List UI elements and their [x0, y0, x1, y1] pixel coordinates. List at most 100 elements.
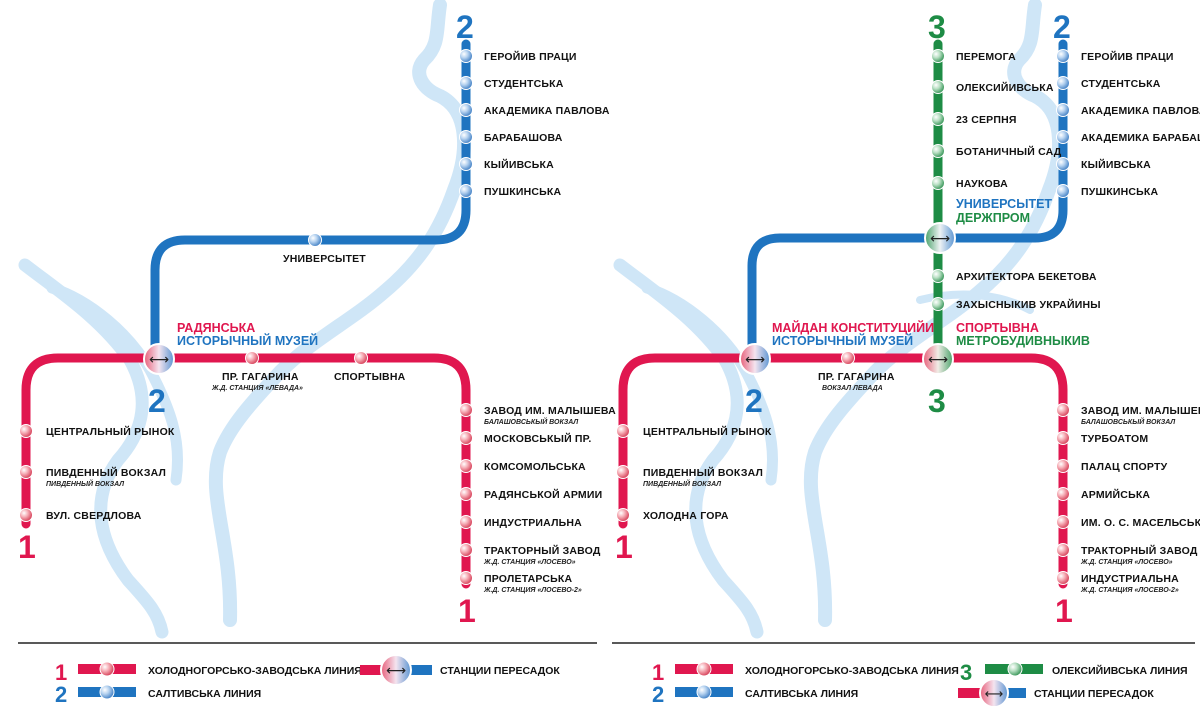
- station-label[interactable]: БОТАНИЧНЫЙ САД: [956, 145, 1062, 158]
- station-dot[interactable]: [1056, 76, 1070, 90]
- station-dot[interactable]: [1056, 431, 1070, 445]
- station-dot[interactable]: [931, 49, 945, 63]
- station-label[interactable]: АРМИЙСЬКА: [1081, 488, 1150, 501]
- station-label[interactable]: УНИВЕРСЫТЕТ: [283, 253, 366, 265]
- station-dot[interactable]: [308, 233, 322, 247]
- station-label[interactable]: ПР. ГАГАРИНА: [818, 371, 895, 383]
- station-label[interactable]: КОМСОМОЛЬСЬКА: [484, 461, 586, 473]
- legend-line3-station-icon: [1007, 661, 1023, 677]
- station-dot[interactable]: [1056, 571, 1070, 585]
- station-dot[interactable]: [931, 269, 945, 283]
- station-dot[interactable]: [459, 184, 473, 198]
- station-label[interactable]: ИНДУСТРИАЛЬНА: [1081, 573, 1179, 585]
- transfer-name-line2[interactable]: ИСТОРЫЧНЫЙ МУЗЕЙ: [177, 333, 318, 348]
- station-label[interactable]: ПРОЛЕТАРСЬКА: [484, 573, 573, 585]
- station-dot[interactable]: [459, 103, 473, 117]
- station-label[interactable]: ГЕРОЙИВ ПРАЦИ: [1081, 50, 1174, 63]
- station-dot[interactable]: [459, 459, 473, 473]
- station-label[interactable]: ЦЕНТРАЛЬНЫЙ РЫНОК: [46, 425, 175, 438]
- station-dot[interactable]: [931, 112, 945, 126]
- transfer-name-line3[interactable]: МЕТРОБУДИВНЫКИВ: [956, 334, 1090, 348]
- station-dot[interactable]: [931, 176, 945, 190]
- station-label[interactable]: ТРАКТОРНЫЙ ЗАВОД: [1081, 544, 1198, 557]
- station-label[interactable]: КЫЙИВСЬКА: [1081, 158, 1151, 171]
- station-dot[interactable]: [245, 351, 259, 365]
- station-dot[interactable]: [459, 403, 473, 417]
- station-label[interactable]: ПР. ГАГАРИНА: [222, 371, 299, 383]
- transfer-station[interactable]: ⟷: [143, 343, 175, 375]
- station-label[interactable]: ИМ. О. С. МАСЕЛЬСЬКОГО: [1081, 517, 1200, 529]
- station-label[interactable]: СТУДЕНТСЬКА: [484, 78, 564, 90]
- station-label[interactable]: ЗАВОД ИМ. МАЛЫШЕВА: [484, 405, 616, 417]
- station-label[interactable]: АРХИТЕКТОРА БЕКЕТОВА: [956, 271, 1097, 283]
- station-label[interactable]: 23 СЕРПНЯ: [956, 114, 1017, 126]
- station-label[interactable]: АКАДЕМИКА БАРАБАШОВА: [1081, 132, 1200, 144]
- station-dot[interactable]: [1056, 49, 1070, 63]
- transfer-name-line1[interactable]: СПОРТЫВНА: [956, 321, 1039, 335]
- station-label[interactable]: ИНДУСТРИАЛЬНА: [484, 517, 582, 529]
- transfer-station-east[interactable]: ⟷: [922, 343, 954, 375]
- station-dot[interactable]: [459, 571, 473, 585]
- station-dot[interactable]: [1056, 103, 1070, 117]
- transfer-name-line1[interactable]: РАДЯНСЬКА: [177, 321, 255, 335]
- station-dot[interactable]: [841, 351, 855, 365]
- station-dot[interactable]: [459, 431, 473, 445]
- station-dot[interactable]: [1056, 403, 1070, 417]
- station-label[interactable]: АКАДЕМИКА ПАВЛОВА: [1081, 105, 1200, 117]
- station-dot[interactable]: [459, 515, 473, 529]
- station-dot[interactable]: [1056, 543, 1070, 557]
- station-label[interactable]: ЗАХЫСНЫКИВ УКРАЙИНЫ: [956, 298, 1101, 311]
- station-dot[interactable]: [616, 424, 630, 438]
- station-dot[interactable]: [19, 424, 33, 438]
- station-dot[interactable]: [1056, 459, 1070, 473]
- station-dot[interactable]: [1056, 487, 1070, 501]
- station-dot[interactable]: [19, 508, 33, 522]
- station-label[interactable]: ТРАКТОРНЫЙ ЗАВОД: [484, 544, 601, 557]
- station-label[interactable]: ПЕРЕМОГА: [956, 51, 1016, 63]
- station-dot[interactable]: [1056, 157, 1070, 171]
- station-dot[interactable]: [459, 543, 473, 557]
- station-label[interactable]: СПОРТЫВНА: [334, 371, 406, 383]
- station-label[interactable]: НАУКОВА: [956, 178, 1008, 190]
- station-dot[interactable]: [459, 76, 473, 90]
- station-label[interactable]: ХОЛОДНА ГОРА: [643, 510, 729, 522]
- station-dot[interactable]: [354, 351, 368, 365]
- station-label[interactable]: ПИВДЕННЫЙ ВОКЗАЛ: [643, 466, 763, 479]
- station-dot[interactable]: [459, 487, 473, 501]
- station-label[interactable]: ТУРБОАТОМ: [1081, 433, 1148, 445]
- station-dot[interactable]: [1056, 184, 1070, 198]
- station-label[interactable]: ПИВДЕННЫЙ ВОКЗАЛ: [46, 466, 166, 479]
- station-label[interactable]: ЦЕНТРАЛЬНЫЙ РЫНОК: [643, 425, 772, 438]
- station-label[interactable]: ГЕРОЙИВ ПРАЦИ: [484, 50, 577, 63]
- station-dot[interactable]: [931, 144, 945, 158]
- station-label[interactable]: ПУШКИНСЬКА: [1081, 186, 1159, 198]
- station-label[interactable]: СТУДЕНТСЬКА: [1081, 78, 1161, 90]
- station-dot[interactable]: [616, 465, 630, 479]
- station-dot[interactable]: [616, 508, 630, 522]
- station-label[interactable]: ПУШКИНСЬКА: [484, 186, 562, 198]
- station-sublabel: БАЛАШОВСЬКЫЙ ВОКЗАЛ: [484, 417, 578, 426]
- station-label[interactable]: ПАЛАЦ СПОРТУ: [1081, 461, 1168, 473]
- station-dot[interactable]: [931, 80, 945, 94]
- station-label[interactable]: КЫЙИВСЬКА: [484, 158, 554, 171]
- station-label[interactable]: ОЛЕКСИЙИВСЬКА: [956, 81, 1054, 94]
- station-dot[interactable]: [459, 157, 473, 171]
- station-dot[interactable]: [459, 49, 473, 63]
- transfer-station-north[interactable]: ⟷: [924, 222, 956, 254]
- station-label[interactable]: ЗАВОД ИМ. МАЛЫШЕВА: [1081, 405, 1200, 417]
- transfer-name-line3[interactable]: ДЕРЖПРОМ: [956, 211, 1030, 225]
- transfer-name-line2[interactable]: УНИВЕРСЫТЕТ: [956, 197, 1052, 211]
- transfer-name-line1[interactable]: МАЙДАН КОНСТИТУЦИЙИ: [772, 320, 934, 335]
- station-label[interactable]: РАДЯНСЬКОЙ АРМИИ: [484, 488, 602, 501]
- transfer-station-west[interactable]: ⟷: [739, 343, 771, 375]
- station-label[interactable]: АКАДЕМИКА ПАВЛОВА: [484, 105, 610, 117]
- station-label[interactable]: БАРАБАШОВА: [484, 132, 563, 144]
- station-dot[interactable]: [1056, 515, 1070, 529]
- station-dot[interactable]: [1056, 130, 1070, 144]
- station-dot[interactable]: [19, 465, 33, 479]
- transfer-name-line2[interactable]: ИСТОРЫЧНЫЙ МУЗЕЙ: [772, 333, 913, 348]
- station-dot[interactable]: [459, 130, 473, 144]
- station-dot[interactable]: [931, 297, 945, 311]
- station-label[interactable]: ВУЛ. СВЕРДЛОВА: [46, 510, 142, 522]
- station-label[interactable]: МОСКОВСЬКЫЙ ПР.: [484, 432, 591, 445]
